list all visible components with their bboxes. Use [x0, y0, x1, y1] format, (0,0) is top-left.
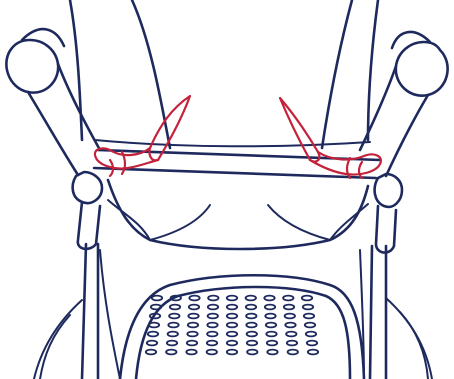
mesh-hole — [207, 332, 217, 337]
mesh-hole — [284, 305, 294, 310]
mesh-hole — [149, 323, 159, 328]
mesh-hole — [188, 323, 198, 328]
mesh-hole — [246, 305, 256, 310]
mesh-hole — [304, 314, 314, 319]
left-strap — [95, 96, 190, 176]
mesh-hole — [246, 296, 256, 301]
mesh-hole — [227, 323, 237, 328]
mesh-hole — [148, 332, 158, 337]
mesh-hole — [307, 341, 317, 346]
mesh-hole — [186, 350, 196, 355]
mesh-hole — [247, 332, 257, 337]
mesh-hole — [264, 296, 274, 301]
mesh-hole — [207, 341, 217, 346]
mesh-hole — [285, 314, 295, 319]
mesh-hole — [168, 323, 178, 328]
mesh-hole — [208, 314, 218, 319]
mesh-hole — [285, 323, 295, 328]
mesh-hole — [208, 305, 218, 310]
mesh-hole — [167, 341, 177, 346]
mesh-hole — [306, 332, 316, 337]
mesh-hole — [286, 332, 296, 337]
mesh-hole — [247, 350, 257, 355]
left-hinge — [34, 172, 102, 379]
mesh-hole — [247, 341, 257, 346]
mesh-hole — [288, 350, 298, 355]
mesh-hole — [207, 350, 217, 355]
seat-bucket — [108, 180, 368, 249]
mesh-hole — [246, 323, 256, 328]
mesh-hole — [166, 350, 176, 355]
mesh-hole — [283, 296, 293, 301]
mesh-hole — [152, 296, 162, 301]
mesh-hole — [287, 341, 297, 346]
seat-mesh — [146, 296, 318, 355]
mesh-hole — [305, 323, 315, 328]
mesh-hole — [169, 314, 179, 319]
mesh-hole — [187, 332, 197, 337]
mesh-hole — [189, 296, 199, 301]
mesh-hole — [227, 296, 237, 301]
left-armrest — [6, 29, 100, 175]
mesh-hole — [266, 323, 276, 328]
mesh-hole — [265, 305, 275, 310]
mesh-hole — [303, 305, 313, 310]
mesh-hole — [266, 332, 276, 337]
mesh-hole — [207, 323, 217, 328]
mesh-hole — [227, 341, 237, 346]
mesh-hole — [227, 350, 237, 355]
mesh-hole — [227, 332, 237, 337]
mesh-hole — [227, 305, 237, 310]
backrest-fabric — [70, 0, 378, 148]
mesh-hole — [227, 314, 237, 319]
mesh-hole — [168, 332, 178, 337]
mesh-hole — [267, 350, 277, 355]
mesh-hole — [188, 314, 198, 319]
mesh-hole — [308, 350, 318, 355]
mesh-hole — [265, 314, 275, 319]
right-hinge — [370, 174, 432, 379]
mesh-hole — [147, 341, 157, 346]
mesh-hole — [302, 296, 312, 301]
mesh-hole — [187, 341, 197, 346]
mesh-hole — [189, 305, 199, 310]
mesh-hole — [170, 305, 180, 310]
mesh-hole — [146, 350, 156, 355]
mesh-hole — [246, 314, 256, 319]
mesh-hole — [267, 341, 277, 346]
mesh-hole — [208, 296, 218, 301]
